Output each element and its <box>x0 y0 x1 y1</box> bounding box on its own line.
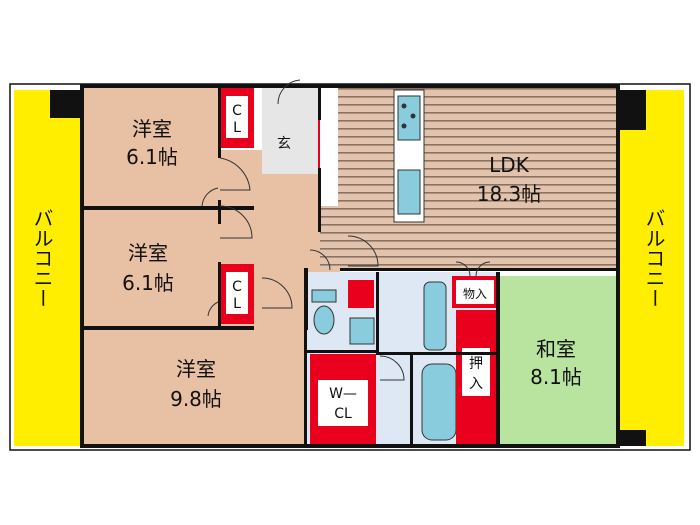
washing-machine <box>349 317 375 345</box>
burner-3 <box>401 123 407 129</box>
western-room-3-size: 9.8帖 <box>170 387 222 411</box>
ldk-floor <box>320 86 618 270</box>
bathtub <box>421 363 457 441</box>
burner-2 <box>410 113 416 119</box>
entrance-area <box>262 88 318 174</box>
western-room-1 <box>84 88 220 208</box>
stove <box>397 95 421 141</box>
western-room-2-name: 洋室 <box>128 241 168 265</box>
storage-small-red <box>348 280 374 308</box>
balcony-left-pillar <box>50 90 80 118</box>
storage-small-label: 物入 <box>463 287 487 301</box>
toilet <box>313 305 335 335</box>
balcony-right-pillar <box>620 90 646 130</box>
balcony-right-label: バルコニー <box>642 208 666 308</box>
western-room-1-name: 洋室 <box>132 117 172 141</box>
japanese-room <box>500 276 616 446</box>
western-room-1-size: 6.1帖 <box>126 145 178 169</box>
western-room-2 <box>84 210 220 328</box>
balcony-left-label: バルコニー <box>30 208 54 308</box>
closet-1-label-l: L <box>233 120 241 136</box>
oshiire-label-box <box>462 348 490 396</box>
closet-1-label-c: C <box>232 103 242 119</box>
ldk-name: LDK <box>489 153 530 177</box>
balcony-left <box>14 90 80 446</box>
balcony-right-pillar-bottom <box>620 430 646 446</box>
walls <box>80 84 620 448</box>
entrance-label: 玄 <box>277 135 291 152</box>
western-room-3-name: 洋室 <box>176 357 216 381</box>
closet-1-label-box <box>226 96 248 138</box>
balcony-right <box>620 90 684 446</box>
western-room-2-size: 6.1帖 <box>122 271 174 295</box>
washbasin <box>423 281 447 351</box>
ldk-notch <box>320 86 338 206</box>
doors <box>201 79 491 381</box>
walk-in-closet-label-bottom: CL <box>334 406 352 422</box>
closet-2-label-box <box>226 272 248 314</box>
burner-1 <box>401 103 407 109</box>
ldk-size: 18.3帖 <box>477 182 542 206</box>
kitchen-sink <box>397 169 421 215</box>
japanese-room-size: 8.1帖 <box>530 365 582 389</box>
oshiire-label-2: 入 <box>469 376 483 392</box>
walk-in-closet-label-box <box>318 380 368 426</box>
oshiire-label-1: 押 <box>469 356 483 372</box>
closet-2-label-l: L <box>233 296 241 312</box>
japanese-room-name: 和室 <box>536 337 576 361</box>
walk-in-closet-label-top: W— <box>329 386 357 402</box>
storage-box-label <box>456 280 494 304</box>
closet-2-label-c: C <box>232 279 242 295</box>
toilet-tank <box>311 289 337 303</box>
western-room-3 <box>84 330 306 446</box>
